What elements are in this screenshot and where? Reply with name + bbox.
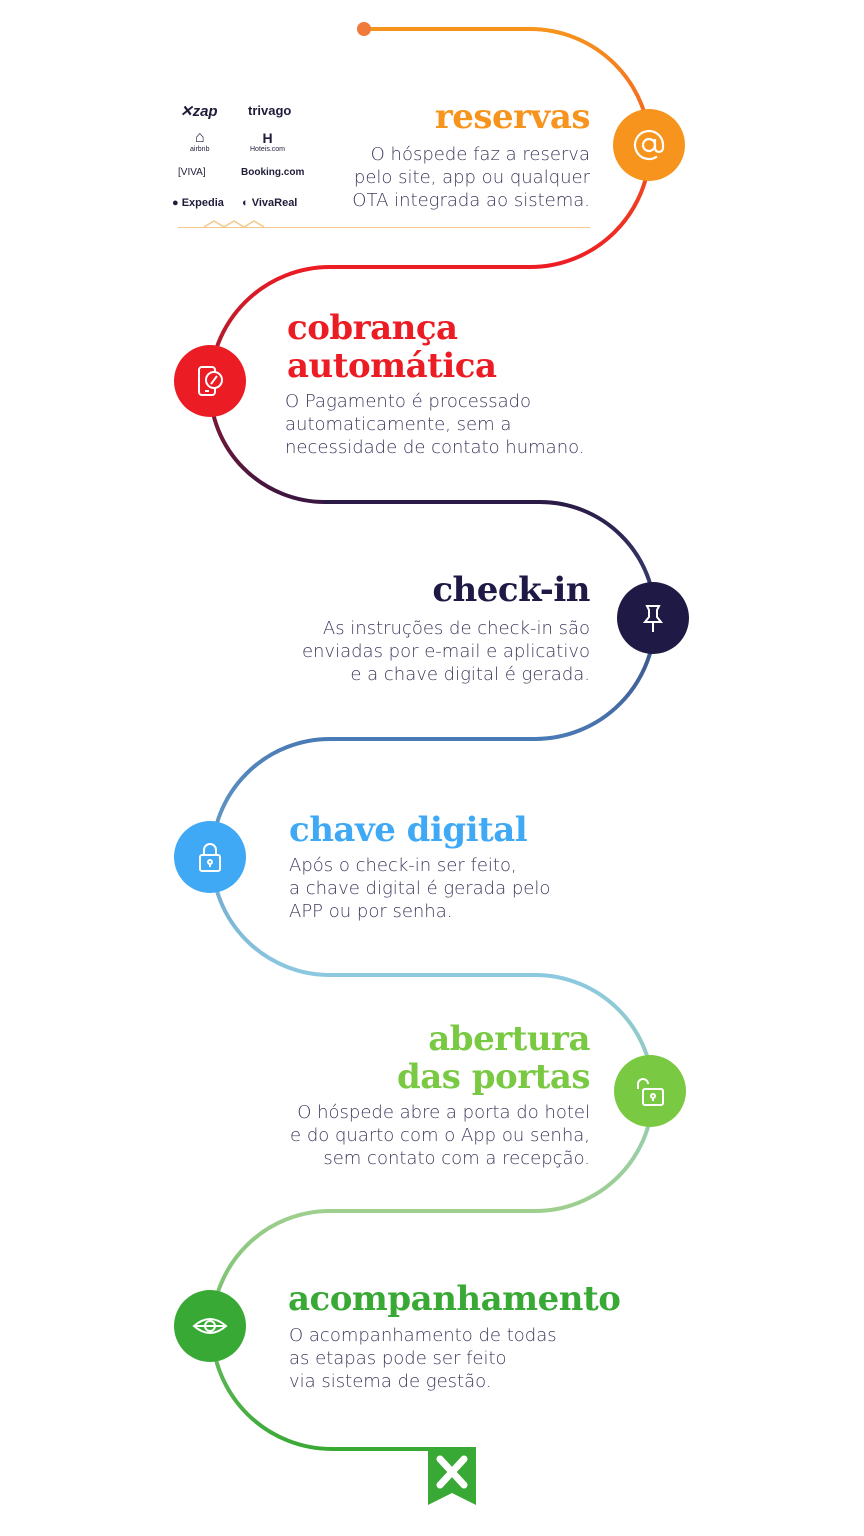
logos-divider	[178, 227, 590, 228]
phone-payment-icon	[198, 366, 223, 396]
step-title-chave: chave digital	[289, 810, 528, 850]
step-circle-chave	[174, 821, 246, 893]
step-title-checkin: check-in	[432, 570, 590, 610]
logo-booking: Booking.com	[241, 167, 305, 178]
logo-vivareal: ◐ VivaReal	[242, 197, 298, 209]
step-title-reservas: reservas	[434, 97, 591, 137]
lock-icon	[199, 843, 221, 872]
logo-viva: [VIVA]	[178, 167, 206, 178]
brand-x-bookmark-icon	[428, 1447, 476, 1505]
step-circle-acompanhamento	[174, 1290, 246, 1362]
logo-airbnb: ⌂airbnb	[190, 129, 210, 154]
at-sign-icon	[633, 129, 665, 161]
path-start-dot	[357, 22, 371, 36]
eye-icon	[192, 1318, 228, 1334]
logo-zap: ✕zap	[180, 103, 218, 120]
logo-expedia: ● Expedia	[172, 197, 224, 209]
divider-wave	[204, 220, 264, 228]
pushpin-icon	[642, 605, 664, 632]
step-title-acompanhamento: acompanhamento	[288, 1279, 621, 1319]
step-circle-cobranca	[174, 345, 246, 417]
unlock-icon	[637, 1078, 664, 1106]
step-circle-abertura	[614, 1055, 686, 1127]
step-desc-chave: Após o check-in ser feito,a chave digita…	[289, 855, 551, 922]
step-circle-checkin	[617, 582, 689, 654]
step-circle-reservas	[613, 109, 685, 181]
logo-trivago: trivago	[248, 103, 292, 118]
